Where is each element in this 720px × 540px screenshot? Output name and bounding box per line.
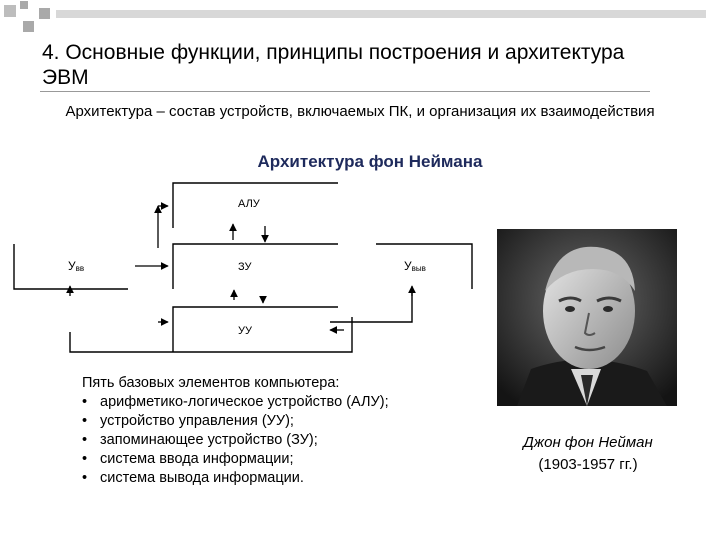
list-item: • система ввода информации; <box>82 450 482 469</box>
portrait-photo <box>497 229 677 406</box>
bullet: • <box>82 413 88 429</box>
output-to-control-line <box>330 292 413 323</box>
list-item: • устройство управления (УУ); <box>82 412 482 431</box>
memory-label: ЗУ <box>238 261 253 273</box>
list-item-text: система вывода информации. <box>100 470 304 486</box>
portrait-years: (1903-1957 гг.) <box>538 456 638 473</box>
list-item-text: система ввода информации; <box>100 451 294 467</box>
list-item-text: запоминающее устройство (ЗУ); <box>100 432 318 448</box>
control-label: УУ <box>238 325 253 337</box>
control-box <box>172 306 338 352</box>
title-decoration <box>4 1 706 32</box>
portrait-caption: Джон фон Нейман (1903-1957 гг.) <box>498 432 678 476</box>
bullet: • <box>82 394 88 410</box>
alu-box <box>172 182 338 228</box>
title-divider <box>40 91 650 92</box>
bullet: • <box>82 451 88 467</box>
bullet: • <box>82 432 88 448</box>
list-item: • система вывода информации. <box>82 469 482 488</box>
output-line <box>376 243 473 289</box>
list-item: • арифметико-логическое устройство (АЛУ); <box>82 393 482 412</box>
diagram-subtitle: Архитектура фон Неймана <box>257 152 483 171</box>
list-item-text: устройство управления (УУ); <box>100 413 294 429</box>
input-device-label: Увв <box>68 259 84 273</box>
list-item: • запоминающее устройство (ЗУ); <box>82 431 482 450</box>
base-elements-list: Пять базовых элементов компьютера: • ариф… <box>82 374 482 488</box>
architecture-definition: Архитектура – состав устройств, включаем… <box>65 103 655 120</box>
memory-box <box>172 243 338 289</box>
feedback-bottom-line <box>69 317 353 353</box>
input-line <box>13 244 128 290</box>
list-item-text: арифметико-логическое устройство (АЛУ); <box>100 394 389 410</box>
output-device-label: Увыв <box>404 259 426 273</box>
alu-label: АЛУ <box>238 198 261 210</box>
bullet: • <box>82 470 88 486</box>
slide-title: 4. Основные функции, принципы построения… <box>42 41 625 89</box>
portrait-name: Джон фон Нейман <box>523 434 653 451</box>
base-elements-heading: Пять базовых элементов компьютера: <box>82 375 340 391</box>
